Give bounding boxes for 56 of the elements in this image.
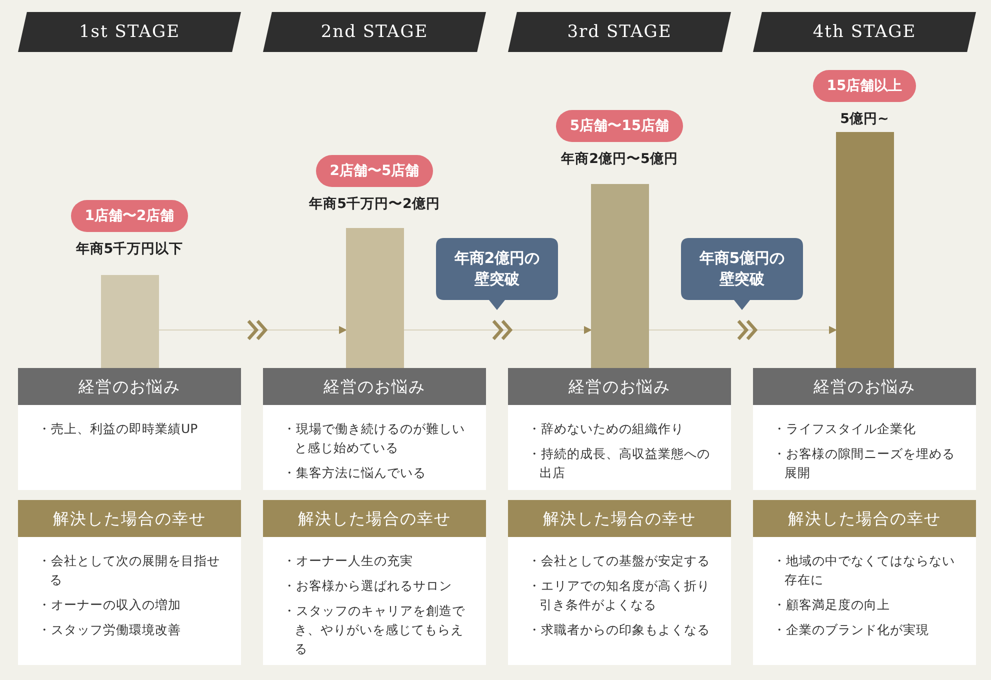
benefit-card: [18, 500, 241, 665]
benefit-card: [508, 500, 731, 665]
bullet-item: ・スタッフ労働環境改善: [38, 621, 182, 639]
revenue-text: 年商5千万円〜2億円: [309, 195, 440, 213]
bullet-item: ・持続的成長、高収益業態への出店: [528, 445, 711, 482]
concern-card: [18, 368, 241, 490]
store-count-pill: 15店舗以上: [812, 70, 916, 102]
revenue-bar: [590, 184, 648, 368]
callout-bubble: 年商2億円の壁突破: [436, 238, 558, 310]
benefit-card: [753, 500, 976, 665]
store-count-pill: 1店舗〜2店舗: [70, 200, 188, 232]
bullet-item: ・顧客満足度の向上: [773, 596, 891, 614]
bullet-item: ・お客様の隙間ニーズを埋める展開: [773, 445, 956, 482]
card-heading: 経営のお悩み: [263, 368, 486, 405]
stage-banner: 2nd STAGE: [263, 12, 486, 52]
store-count-pill: 5店舗〜15店舗: [556, 110, 684, 142]
stage-banner: 3rd STAGE: [508, 12, 731, 52]
chevron-arrow: [158, 320, 346, 340]
callout-bubble: 年商5億円の壁突破: [681, 238, 803, 310]
concern-card: [508, 368, 731, 490]
stage-banner: 4th STAGE: [753, 12, 976, 52]
concern-card: [753, 368, 976, 490]
bullet-item: ・会社として次の展開を目指せる: [38, 552, 221, 589]
bullet-item: ・ライフスタイル企業化: [773, 420, 917, 438]
revenue-text: 5億円~: [840, 110, 889, 128]
bullet-item: ・集客方法に悩んでいる: [283, 464, 427, 482]
bullet-item: ・オーナーの収入の増加: [38, 596, 182, 614]
revenue-bar: [346, 228, 404, 368]
bullet-item: ・企業のブランド化が実現: [773, 621, 930, 639]
chevron-arrow: [648, 320, 836, 340]
bullet-item: ・エリアでの知名度が高く折り引き条件がよくなる: [528, 577, 711, 614]
bullet-item: ・会社としての基盤が安定する: [528, 552, 711, 570]
revenue-text: 年商5千万円以下: [76, 240, 184, 258]
benefit-card: [263, 500, 486, 665]
card-heading: 解決した場合の幸せ: [753, 500, 976, 537]
revenue-bar: [836, 132, 894, 368]
chevron-arrow: [404, 320, 592, 340]
bullet-item: ・求職者からの印象もよくなる: [528, 621, 711, 639]
bullet-item: ・お客様から選ばれるサロン: [283, 577, 453, 595]
card-heading: 経営のお悩み: [753, 368, 976, 405]
bullet-item: ・地域の中でなくてはならない存在に: [773, 552, 956, 589]
revenue-text: 年商2億円〜5億円: [561, 150, 678, 168]
bullet-item: ・オーナー人生の充実: [283, 552, 414, 570]
revenue-bar: [100, 275, 158, 368]
bullet-item: ・現場で働き続けるのが難しいと感じ始めている: [283, 420, 466, 457]
store-count-pill: 2店舗〜5店舗: [316, 155, 434, 187]
bullet-item: ・辞めないための組織作り: [528, 420, 685, 438]
card-heading: 解決した場合の幸せ: [18, 500, 241, 537]
bullet-item: ・売上、利益の即時業績UP: [38, 420, 199, 438]
card-heading: 経営のお悩み: [18, 368, 241, 405]
card-heading: 経営のお悩み: [508, 368, 731, 405]
card-heading: 解決した場合の幸せ: [263, 500, 486, 537]
card-heading: 解決した場合の幸せ: [508, 500, 731, 537]
stage-banner: 1st STAGE: [18, 12, 241, 52]
concern-card: [263, 368, 486, 490]
bullet-item: ・スタッフのキャリアを創造でき、やりがいを感じてもらえる: [283, 602, 466, 658]
